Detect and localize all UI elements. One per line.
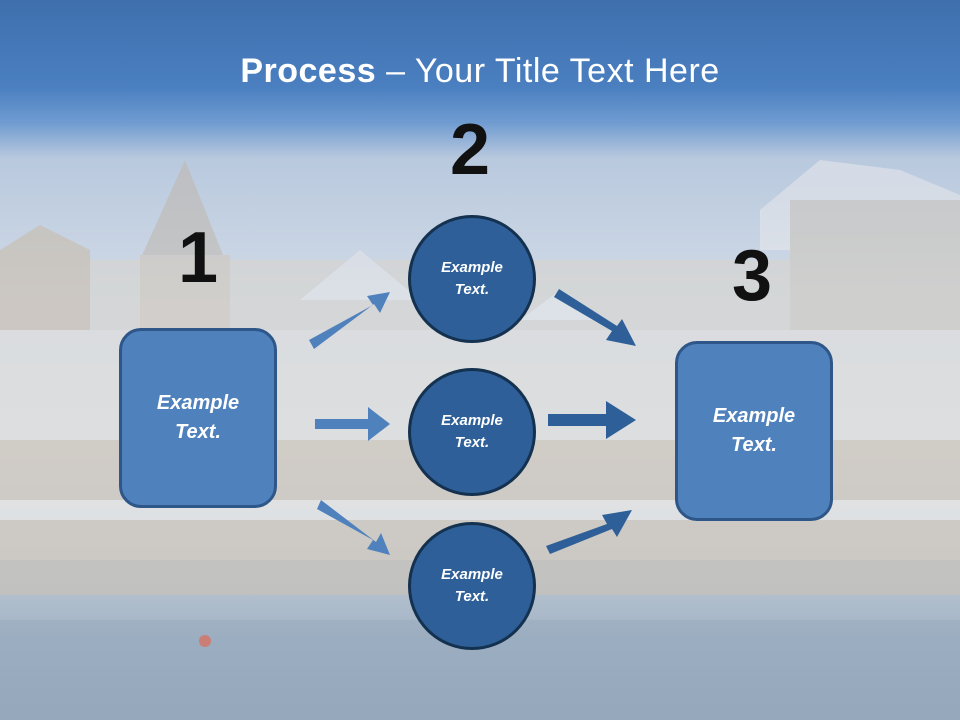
arrow-up-right-icon (546, 510, 632, 554)
title-bold: Process (240, 52, 377, 90)
arrow-down-right-icon (317, 500, 390, 555)
step-number-3: 3 (732, 236, 773, 316)
arrow-down-right-icon (554, 289, 636, 346)
step-1-box: Example Text. (119, 328, 277, 508)
step-3-text: Example Text. (712, 405, 796, 456)
arrow-right-icon (548, 401, 636, 439)
arrow-right-icon (315, 407, 390, 441)
step-2-circle-1-text: Example Text. (441, 258, 503, 299)
title-rest: – Your Title Text Here (376, 52, 720, 90)
step-2-circle-3: Example Text. (408, 522, 536, 650)
step-3-box: Example Text. (675, 341, 833, 521)
step-2-circle-2-text: Example Text. (441, 411, 503, 452)
step-2-circle-2: Example Text. (408, 368, 536, 496)
step-number-1: 1 (178, 218, 219, 298)
step-number-2: 2 (450, 110, 491, 190)
slide-title: Process – Your Title Text Here (0, 52, 960, 91)
step-2-circle-1: Example Text. (408, 215, 536, 343)
arrow-up-right-icon (309, 292, 390, 349)
step-2-circle-3-text: Example Text. (441, 565, 503, 606)
step-1-text: Example Text. (156, 392, 240, 443)
